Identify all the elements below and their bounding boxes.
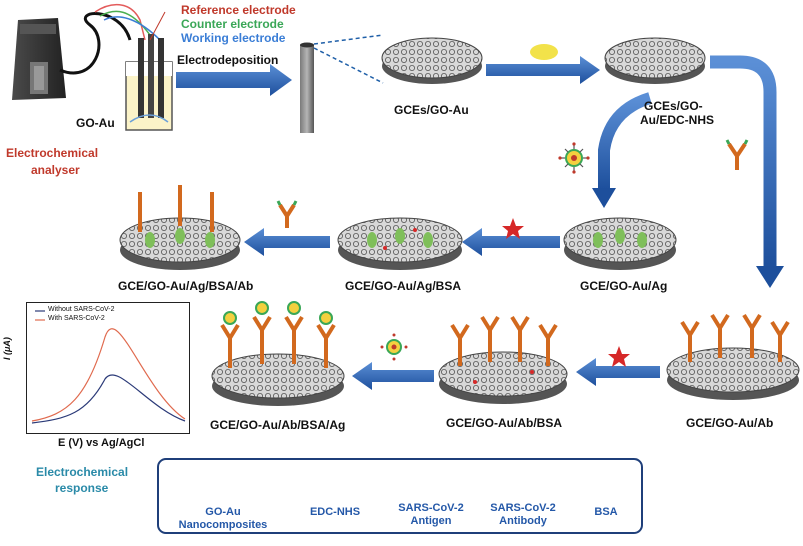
wire-green bbox=[99, 10, 151, 36]
legend-go-au-label: GO-Au Nanocomposites bbox=[178, 506, 268, 531]
beaker-icon bbox=[125, 34, 173, 131]
reference-electrode-label: Reference electrode bbox=[181, 3, 296, 17]
label-gces-go-au: GCEs/GO-Au bbox=[394, 103, 469, 117]
legend-edc-nhs-label: EDC-NHS bbox=[309, 506, 361, 518]
disk-gce-go-au-ab-bsa bbox=[438, 315, 568, 404]
arrow-bsa-2 bbox=[576, 358, 660, 386]
dpv-plot-svg bbox=[31, 310, 186, 424]
arrow-antigen-branch bbox=[598, 92, 652, 190]
working-electrode-label: Working electrode bbox=[181, 31, 286, 45]
series-without bbox=[31, 374, 186, 424]
label-gce-go-au-ag-bsa: GCE/GO-Au/Ag/BSA bbox=[345, 279, 461, 293]
label-gce-go-au-ab-bsa-ag: GCE/GO-Au/Ab/BSA/Ag bbox=[210, 418, 346, 432]
disk-gce-go-au-ag-bsa-ab bbox=[119, 185, 241, 270]
label-gce-go-au-ag-bsa-ab: GCE/GO-Au/Ag/BSA/Ab bbox=[118, 279, 254, 293]
antibody-icon-2 bbox=[276, 200, 298, 228]
dpv-plot: Without SARS-CoV-2 With SARS-CoV-2 bbox=[26, 302, 190, 434]
go-au-label: GO-Au bbox=[76, 116, 115, 130]
bsa-star-icon-2 bbox=[608, 346, 630, 367]
disk-gce-go-au-ag bbox=[563, 217, 677, 270]
legend-antigen-label-1: SARS-CoV-2 bbox=[398, 502, 464, 514]
wire-blue bbox=[103, 16, 161, 41]
arrow-right-down-head bbox=[756, 266, 784, 288]
label-gces-go-au-edc-nhs-2: Au/EDC-NHS bbox=[640, 113, 714, 127]
cable-icon bbox=[59, 12, 132, 75]
arrow-antibody-1 bbox=[244, 228, 330, 256]
arrow-antigen-2 bbox=[352, 362, 434, 390]
arrow-electrodeposition bbox=[176, 64, 292, 96]
label-gce-go-au-ab-bsa: GCE/GO-Au/Ab/BSA bbox=[446, 416, 562, 430]
plot-caption-2: response bbox=[55, 481, 109, 495]
plot-ylabel: I (μA) bbox=[2, 337, 12, 360]
wire-red bbox=[94, 4, 146, 41]
legend-panel bbox=[157, 458, 643, 534]
plot-caption-1: Electrochemical bbox=[36, 465, 129, 479]
disk-gces-go-au bbox=[381, 37, 483, 84]
potentiostat-icon bbox=[12, 18, 66, 100]
electrodeposition-label: Electrodeposition bbox=[177, 53, 279, 67]
antibody-icon bbox=[725, 139, 749, 170]
legend-antibody-label-2: Antibody bbox=[499, 515, 547, 527]
arrow-edc-nhs bbox=[486, 56, 600, 84]
disk-gce-go-au-ag-bsa bbox=[337, 217, 463, 270]
label-gce-go-au-ag: GCE/GO-Au/Ag bbox=[580, 279, 668, 293]
zoom-line-top bbox=[313, 34, 384, 45]
leader-line bbox=[149, 11, 166, 41]
legend-with-label: With SARS-CoV-2 bbox=[48, 315, 105, 322]
zoom-line-bottom bbox=[313, 47, 384, 84]
disk-gce-go-au-ab bbox=[666, 313, 800, 400]
legend-bsa-label: BSA bbox=[594, 506, 618, 518]
edc-nhs-icon bbox=[530, 44, 558, 60]
glassy-carbon-electrode-icon bbox=[300, 42, 314, 133]
label-gces-go-au-edc-nhs-1: GCEs/GO- bbox=[644, 99, 703, 113]
analyser-label-line2: analyser bbox=[31, 163, 80, 177]
disk-gce-go-au-ab-bsa-ag bbox=[211, 301, 345, 406]
antigen-icon-2 bbox=[380, 333, 408, 361]
legend-antigen-label-2: Antigen bbox=[410, 515, 452, 527]
plot-xlabel: E (V) vs Ag/AgCl bbox=[58, 437, 145, 449]
arrow-bsa-1 bbox=[462, 228, 560, 256]
bsa-star-icon bbox=[502, 218, 524, 239]
analyser-label-line1: Electrochemical bbox=[6, 146, 99, 160]
legend-without-label: Without SARS-CoV-2 bbox=[48, 306, 115, 313]
arrow-antigen-branch-head bbox=[592, 188, 616, 208]
antigen-icon bbox=[558, 142, 590, 174]
label-gce-go-au-ab: GCE/GO-Au/Ab bbox=[686, 416, 774, 430]
disk-gces-go-au-edc-nhs bbox=[604, 37, 706, 84]
series-with bbox=[31, 328, 186, 422]
counter-electrode-label: Counter electrode bbox=[181, 17, 284, 31]
arrow-right-down bbox=[710, 55, 777, 268]
legend-antibody-label-1: SARS-CoV-2 bbox=[490, 502, 556, 514]
